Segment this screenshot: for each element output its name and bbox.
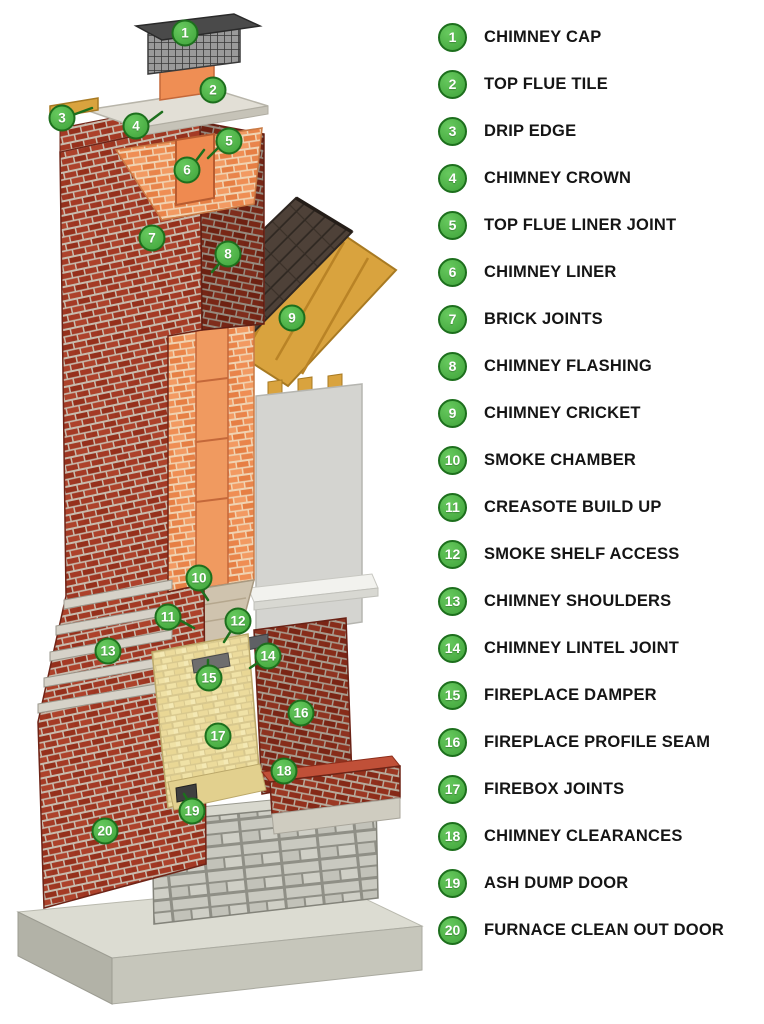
interior-wall bbox=[247, 373, 379, 639]
legend-label: CHIMNEY CROWN bbox=[484, 168, 632, 187]
legend-item: 16 FIREPLACE PROFILE SEAM bbox=[438, 727, 760, 757]
legend-number: 20 bbox=[444, 922, 461, 938]
legend-label: BRICK JOINTS bbox=[484, 309, 603, 328]
legend-item: 12 SMOKE SHELF ACCESS bbox=[438, 539, 760, 569]
legend-number-badge: 9 bbox=[438, 398, 467, 428]
legend-number: 7 bbox=[448, 311, 457, 327]
legend-item: 20 FURNACE CLEAN OUT DOOR bbox=[438, 915, 760, 945]
legend-number: 5 bbox=[448, 217, 457, 233]
legend-label: CHIMNEY CAP bbox=[484, 27, 602, 46]
chimney-shoulders bbox=[37, 579, 173, 714]
legend-label: CHIMNEY CRICKET bbox=[484, 403, 641, 422]
legend-item: 10 SMOKE CHAMBER bbox=[438, 445, 760, 475]
legend-item: 19 ASH DUMP DOOR bbox=[438, 868, 760, 898]
legend-item: 18 CHIMNEY CLEARANCES bbox=[438, 821, 760, 851]
legend-label: ASH DUMP DOOR bbox=[484, 873, 629, 892]
legend-item: 4 CHIMNEY CROWN bbox=[438, 163, 760, 193]
legend-number: 15 bbox=[444, 687, 461, 703]
flue-liner-cutaway bbox=[165, 313, 255, 595]
legend-number-badge: 20 bbox=[438, 915, 467, 945]
legend-item: 14 CHIMNEY LINTEL JOINT bbox=[438, 633, 760, 663]
legend-number-badge: 17 bbox=[438, 774, 467, 804]
chimney-illustration bbox=[16, 13, 424, 1005]
legend-number-badge: 14 bbox=[438, 633, 467, 663]
legend-item: 8 CHIMNEY FLASHING bbox=[438, 351, 760, 381]
legend-number-badge: 19 bbox=[438, 868, 467, 898]
legend-item: 5 TOP FLUE LINER JOINT bbox=[438, 210, 760, 240]
legend-label: DRIP EDGE bbox=[484, 121, 577, 140]
legend-label: FURNACE CLEAN OUT DOOR bbox=[484, 920, 724, 939]
legend-number: 11 bbox=[445, 499, 460, 515]
legend-number-badge: 11 bbox=[438, 492, 467, 522]
legend-label: FIREBOX JOINTS bbox=[484, 779, 625, 798]
legend-number: 6 bbox=[448, 264, 457, 280]
legend-number: 3 bbox=[448, 123, 457, 139]
chimney-cap bbox=[133, 13, 263, 75]
legend: 1 CHIMNEY CAP 2 TOP FLUE TILE 3 DRIP EDG… bbox=[438, 22, 760, 963]
legend-number: 14 bbox=[444, 640, 461, 656]
legend-item: 7 BRICK JOINTS bbox=[438, 304, 760, 334]
legend-number: 4 bbox=[448, 170, 457, 186]
legend-label: CHIMNEY SHOULDERS bbox=[484, 591, 672, 610]
legend-number: 10 bbox=[444, 452, 461, 468]
legend-number: 8 bbox=[448, 358, 457, 374]
legend-label: TOP FLUE TILE bbox=[484, 74, 608, 93]
legend-number-badge: 7 bbox=[438, 304, 467, 334]
legend-number-badge: 5 bbox=[438, 210, 467, 240]
legend-item: 6 CHIMNEY LINER bbox=[438, 257, 760, 287]
legend-number-badge: 2 bbox=[438, 69, 467, 99]
legend-item: 11 CREASOTE BUILD UP bbox=[438, 492, 760, 522]
legend-number: 9 bbox=[448, 405, 457, 421]
legend-number: 12 bbox=[444, 546, 461, 562]
legend-label: CREASOTE BUILD UP bbox=[484, 497, 662, 516]
legend-number: 17 bbox=[444, 781, 461, 797]
legend-number: 16 bbox=[444, 734, 461, 750]
legend-number: 2 bbox=[448, 76, 457, 92]
legend-number: 1 bbox=[448, 29, 457, 45]
legend-label: FIREPLACE PROFILE SEAM bbox=[484, 732, 711, 751]
legend-item: 13 CHIMNEY SHOULDERS bbox=[438, 586, 760, 616]
legend-label: CHIMNEY LINER bbox=[484, 262, 617, 281]
legend-number-badge: 3 bbox=[438, 116, 467, 146]
legend-label: TOP FLUE LINER JOINT bbox=[484, 215, 677, 234]
legend-label: CHIMNEY FLASHING bbox=[484, 356, 652, 375]
legend-item: 9 CHIMNEY CRICKET bbox=[438, 398, 760, 428]
legend-label: SMOKE SHELF ACCESS bbox=[484, 544, 680, 563]
legend-item: 2 TOP FLUE TILE bbox=[438, 69, 760, 99]
legend-number-badge: 1 bbox=[438, 22, 467, 52]
legend-item: 15 FIREPLACE DAMPER bbox=[438, 680, 760, 710]
legend-number: 19 bbox=[444, 875, 461, 891]
legend-item: 17 FIREBOX JOINTS bbox=[438, 774, 760, 804]
legend-item: 3 DRIP EDGE bbox=[438, 116, 760, 146]
legend-item: 1 CHIMNEY CAP bbox=[438, 22, 760, 52]
legend-number-badge: 8 bbox=[438, 351, 467, 381]
legend-number: 13 bbox=[444, 593, 461, 609]
legend-label: FIREPLACE DAMPER bbox=[484, 685, 657, 704]
legend-number-badge: 6 bbox=[438, 257, 467, 287]
legend-number: 18 bbox=[444, 828, 461, 844]
legend-label: CHIMNEY LINTEL JOINT bbox=[484, 638, 679, 657]
legend-number-badge: 10 bbox=[438, 445, 467, 475]
legend-number-badge: 12 bbox=[438, 539, 467, 569]
legend-number-badge: 15 bbox=[438, 680, 467, 710]
hearth-bricks bbox=[261, 755, 401, 835]
legend-number-badge: 16 bbox=[438, 727, 467, 757]
legend-number-badge: 4 bbox=[438, 163, 467, 193]
legend-label: SMOKE CHAMBER bbox=[484, 450, 637, 469]
legend-number-badge: 13 bbox=[438, 586, 467, 616]
legend-number-badge: 18 bbox=[438, 821, 467, 851]
legend-label: CHIMNEY CLEARANCES bbox=[484, 826, 683, 845]
